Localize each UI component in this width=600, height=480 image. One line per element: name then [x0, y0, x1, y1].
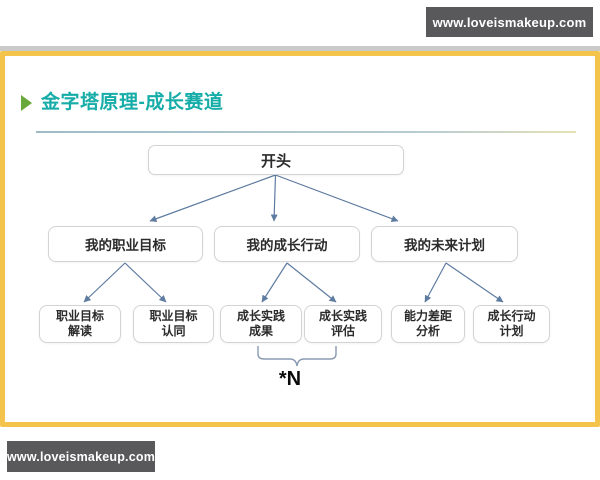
node-label-line1: 能力差距: [403, 309, 452, 323]
slide-edge-strip: [0, 46, 600, 51]
node-growth-action-plan: 成长行动 计划: [473, 305, 550, 343]
slide-title: 金字塔原理-成长赛道: [41, 92, 224, 113]
node-label-line2: 解读: [67, 324, 92, 338]
node-label-line1: 成长实践: [236, 309, 285, 323]
title-divider: [36, 131, 576, 133]
node-career-goal-recognition: 职业目标 认同: [133, 305, 214, 343]
node-opening: 开头: [148, 145, 404, 175]
node-growth-actions-label: 我的成长行动: [246, 238, 328, 253]
repeat-count-annotation: *N: [278, 368, 302, 390]
node-ability-gap-analysis: 能力差距 分析: [391, 305, 465, 343]
node-opening-label: 开头: [260, 152, 291, 170]
node-label-line2: 计划: [499, 324, 524, 338]
node-label-line2: 评估: [330, 324, 355, 338]
node-label-line1: 成长实践: [318, 309, 367, 323]
triangle-bullet-icon: [21, 95, 32, 111]
watermark-top: www.loveismakeup.com: [426, 7, 593, 37]
node-label-line2: 分析: [415, 324, 440, 338]
node-growth-actions: 我的成长行动: [214, 226, 360, 262]
watermark-bottom-text: www.loveismakeup.com: [6, 449, 156, 464]
node-career-goal-interpretation: 职业目标 解读: [39, 305, 121, 343]
watermark-top-text: www.loveismakeup.com: [432, 14, 587, 30]
node-career-goals: 我的职业目标: [48, 226, 203, 262]
node-label-line1: 成长行动: [487, 309, 536, 323]
node-future-plans: 我的未来计划: [371, 226, 518, 262]
node-label-line2: 认同: [161, 324, 186, 338]
node-future-plans-label: 我的未来计划: [404, 238, 485, 253]
node-growth-practice-results: 成长实践 成果: [220, 305, 302, 343]
node-label-line1: 职业目标: [149, 309, 198, 323]
watermark-bottom: www.loveismakeup.com: [7, 441, 155, 472]
node-growth-practice-evaluation: 成长实践 评估: [304, 305, 382, 343]
node-label-line2: 成果: [248, 324, 273, 338]
node-label-line1: 职业目标: [55, 309, 104, 323]
node-career-goals-label: 我的职业目标: [85, 238, 166, 253]
